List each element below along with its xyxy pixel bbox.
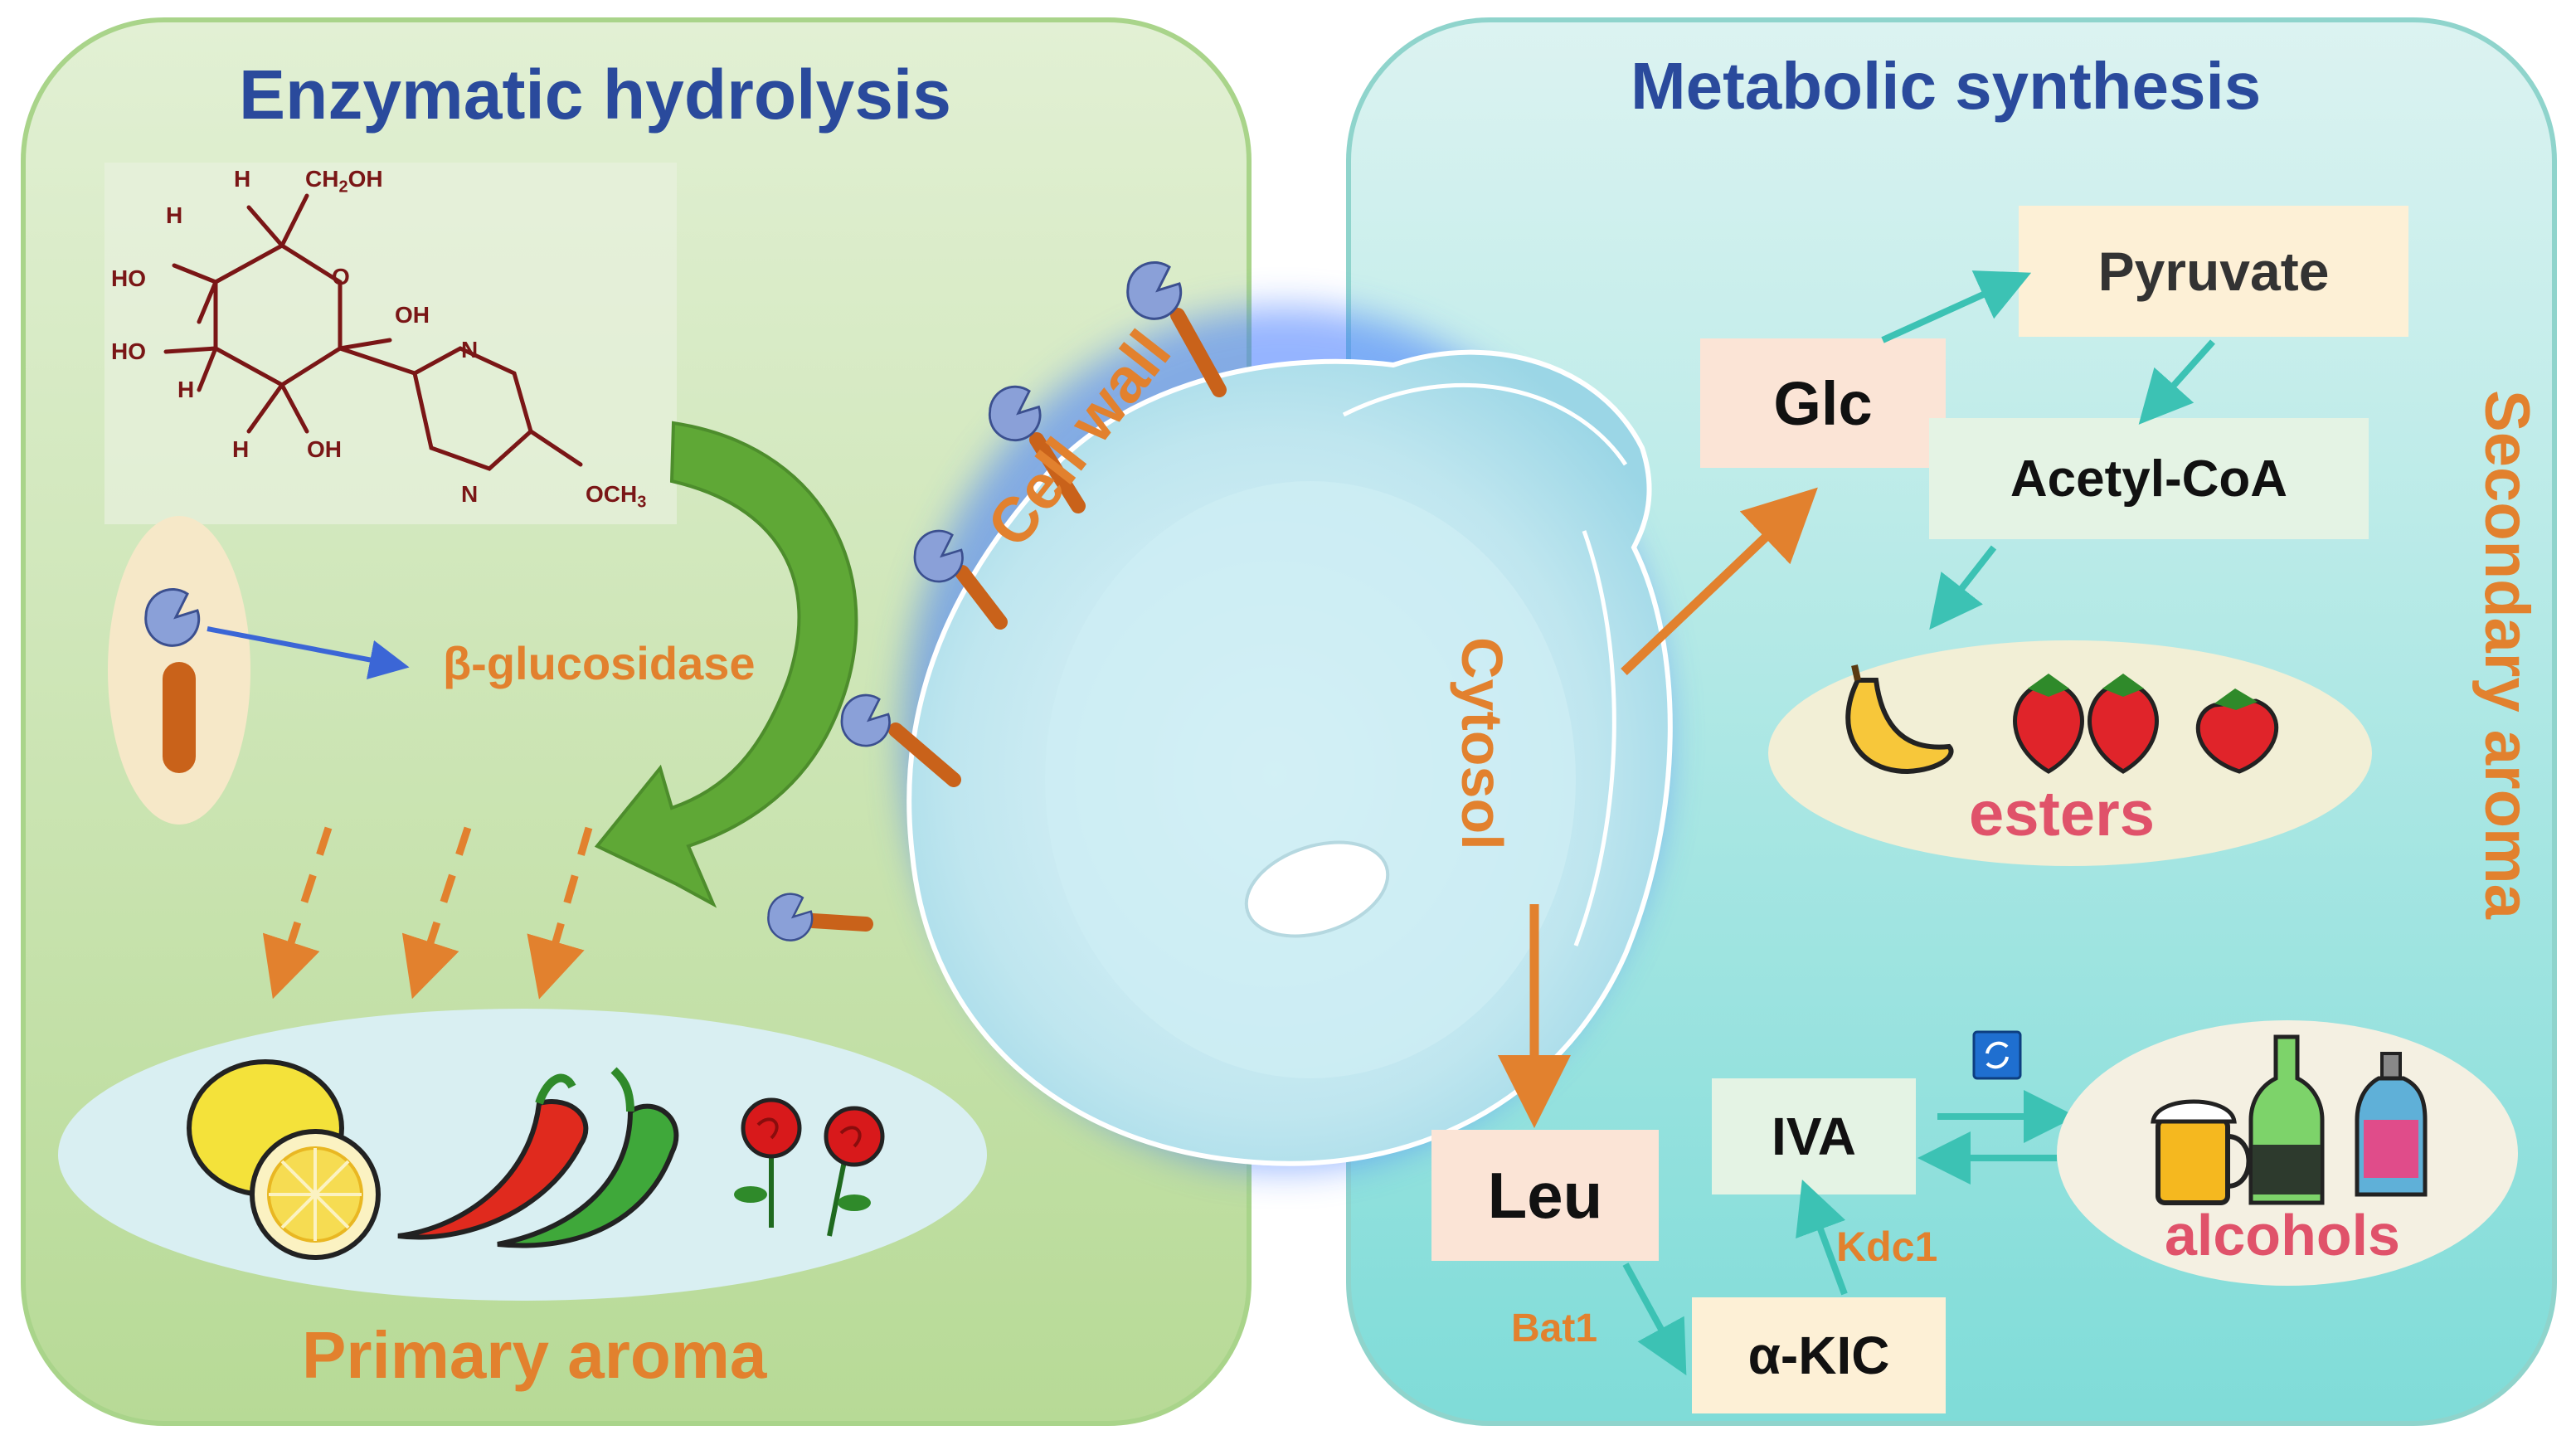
iva-label: IVA: [1772, 1107, 1856, 1166]
glc-label: Glc: [1773, 368, 1873, 438]
dashed-arrows: [262, 826, 593, 1000]
leu-box: [1431, 1130, 1659, 1261]
acetyl-coa-box: [1929, 418, 2369, 539]
mol-n-bottom: N: [461, 481, 479, 507]
beer-mug-icon: [2151, 1099, 2252, 1205]
green-bottle-icon: [2248, 1034, 2325, 1205]
mol-h-mid: H: [177, 377, 195, 402]
glc-box: [1700, 338, 1946, 468]
acetyl-coa-label: Acetyl-CoA: [2010, 450, 2288, 508]
pyruvate-box: [2019, 206, 2408, 337]
secondary-aroma-label: Secondary aroma: [2472, 390, 2542, 919]
right-panel-title: Metabolic synthesis: [1631, 49, 2262, 123]
teal-arrows: [1622, 270, 2215, 1376]
bat1-label: Bat1: [1511, 1306, 1598, 1350]
primary-aroma-label: Primary aroma: [302, 1318, 767, 1392]
left-panel-title: Enzymatic hydrolysis: [239, 56, 951, 134]
banana-icon: [1845, 664, 1954, 775]
leu-label: Leu: [1487, 1158, 1603, 1232]
hydrolysis-arrow: [594, 421, 858, 908]
lemon-icon: [187, 1059, 381, 1260]
pyruvate-label: Pyruvate: [2097, 241, 2330, 302]
pink-bottle-icon: [2355, 1052, 2428, 1197]
esters-label: esters: [1969, 779, 2155, 849]
mol-ring-o: O: [332, 264, 350, 289]
mol-ho-1: HO: [111, 265, 146, 291]
mol-h-left: H: [166, 202, 183, 228]
mol-h-top: H: [234, 166, 251, 192]
surface-enzymes: [767, 260, 1227, 941]
akic-box: [1692, 1297, 1946, 1413]
strawberry-icon: [2013, 674, 2279, 774]
yeast-cell: [906, 349, 1673, 1166]
mol-ch2oh: CH2OH: [305, 166, 383, 197]
cytosol-label: Cytosol: [1450, 637, 1514, 850]
mol-oh-2: OH: [307, 436, 342, 462]
arrow-to-glc: [1621, 487, 1818, 675]
rose-icon: [734, 1097, 885, 1237]
glucoside-structure: [163, 193, 583, 471]
iva-box: [1712, 1078, 1916, 1194]
mol-h-bottom: H: [232, 436, 250, 462]
enzyme-label: β-glucosidase: [443, 637, 756, 689]
mol-oh-1: OH: [395, 302, 430, 328]
alcohols-label: alcohols: [2165, 1203, 2400, 1267]
enzyme-legend: [108, 516, 410, 825]
mol-ho-2: HO: [111, 338, 146, 364]
refresh-icon: [1972, 1030, 2022, 1080]
akic-label: α-KIC: [1747, 1326, 1890, 1385]
mol-och3: OCH3: [586, 481, 647, 512]
chili-pepper-icon: [397, 1067, 679, 1248]
molecule-backdrop: [104, 163, 677, 524]
kdc1-label: Kdc1: [1836, 1224, 1938, 1270]
mol-n-top: N: [461, 337, 479, 362]
